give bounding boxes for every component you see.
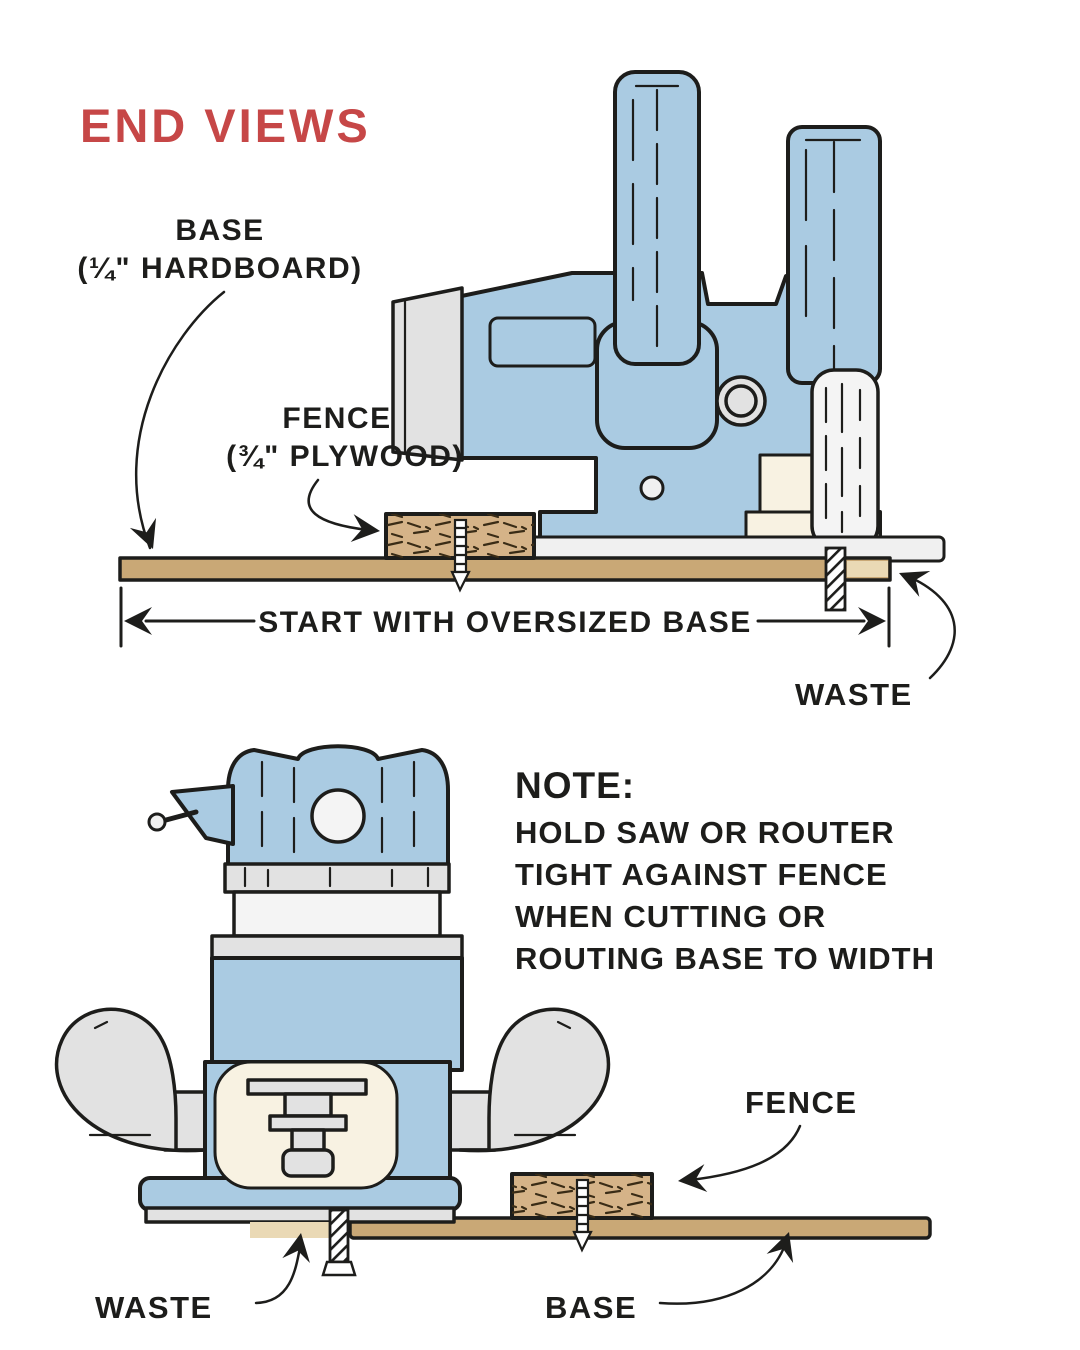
- fence-callout-line1: FENCE: [282, 402, 391, 435]
- note-title: NOTE:: [515, 765, 635, 806]
- depth-lever: [147, 784, 235, 846]
- note-line: HOLD SAW OR ROUTER: [515, 815, 895, 850]
- base-callout-line1: BASE: [175, 214, 264, 247]
- fence-block-top: [384, 512, 536, 593]
- blade-guard: [810, 368, 880, 550]
- jigsaw-front-housing: [391, 286, 464, 462]
- note-line: TIGHT AGAINST FENCE: [515, 857, 888, 892]
- fence-leader-arrow: [307, 478, 370, 532]
- base-callout-bottom: BASE: [545, 1290, 637, 1325]
- base-leader-arrow: [134, 290, 226, 550]
- note-line: WHEN CUTTING OR: [515, 899, 826, 934]
- left-handle-knob: [54, 1007, 207, 1153]
- base-board-top: [118, 556, 892, 582]
- saw-blade: [824, 546, 847, 612]
- diagram-title: END VIEWS: [80, 99, 371, 152]
- top-callouts: END VIEWS BASE (¼" HARDBOARD) FENCE (¾" …: [77, 99, 956, 712]
- jigsaw-vent: [488, 316, 597, 368]
- waste-strip-bottom: [250, 1222, 330, 1238]
- note-block: NOTE: HOLD SAW OR ROUTER TIGHT AGAINST F…: [515, 765, 935, 976]
- collet-assembly: [246, 1078, 368, 1178]
- motor-band: [232, 890, 442, 938]
- waste-strip-top: [847, 561, 888, 577]
- motor-body: [210, 956, 464, 1072]
- base-callout-line2: (¼" HARDBOARD): [77, 252, 362, 285]
- fence-screw-bottom: [572, 1178, 593, 1253]
- waste-callout-bottom: WASTE: [95, 1290, 213, 1325]
- base-leader-arrow-bottom: [658, 1240, 788, 1305]
- waste-callout-top: WASTE: [795, 677, 913, 712]
- jigsaw-illustration: [118, 70, 946, 612]
- motor-cap-hole: [310, 788, 366, 844]
- fence-callout-bottom: FENCE: [745, 1085, 858, 1120]
- fence-callout-line2: (¾" PLYWOOD): [226, 440, 464, 473]
- dimension-label: START WITH OVERSIZED BASE: [258, 606, 752, 639]
- dimension-line: START WITH OVERSIZED BASE: [119, 586, 891, 648]
- fence-screw-top: [450, 518, 471, 593]
- waste-leader-arrow-top: [903, 573, 956, 680]
- clamp-ring: [223, 862, 451, 894]
- router-sub-base: [144, 1206, 456, 1224]
- fence-block-bottom: [510, 1172, 654, 1253]
- bottom-callouts: FENCE WASTE BASE: [95, 1085, 858, 1325]
- jigsaw-foot-hole: [639, 475, 665, 501]
- right-handle-knob: [458, 1007, 611, 1153]
- speed-dial-inner: [724, 384, 758, 418]
- fence-leader-arrow-bottom: [688, 1124, 802, 1182]
- router-bit: [321, 1208, 357, 1277]
- note-line: ROUTING BASE TO WIDTH: [515, 941, 935, 976]
- router-illustration: [54, 744, 932, 1277]
